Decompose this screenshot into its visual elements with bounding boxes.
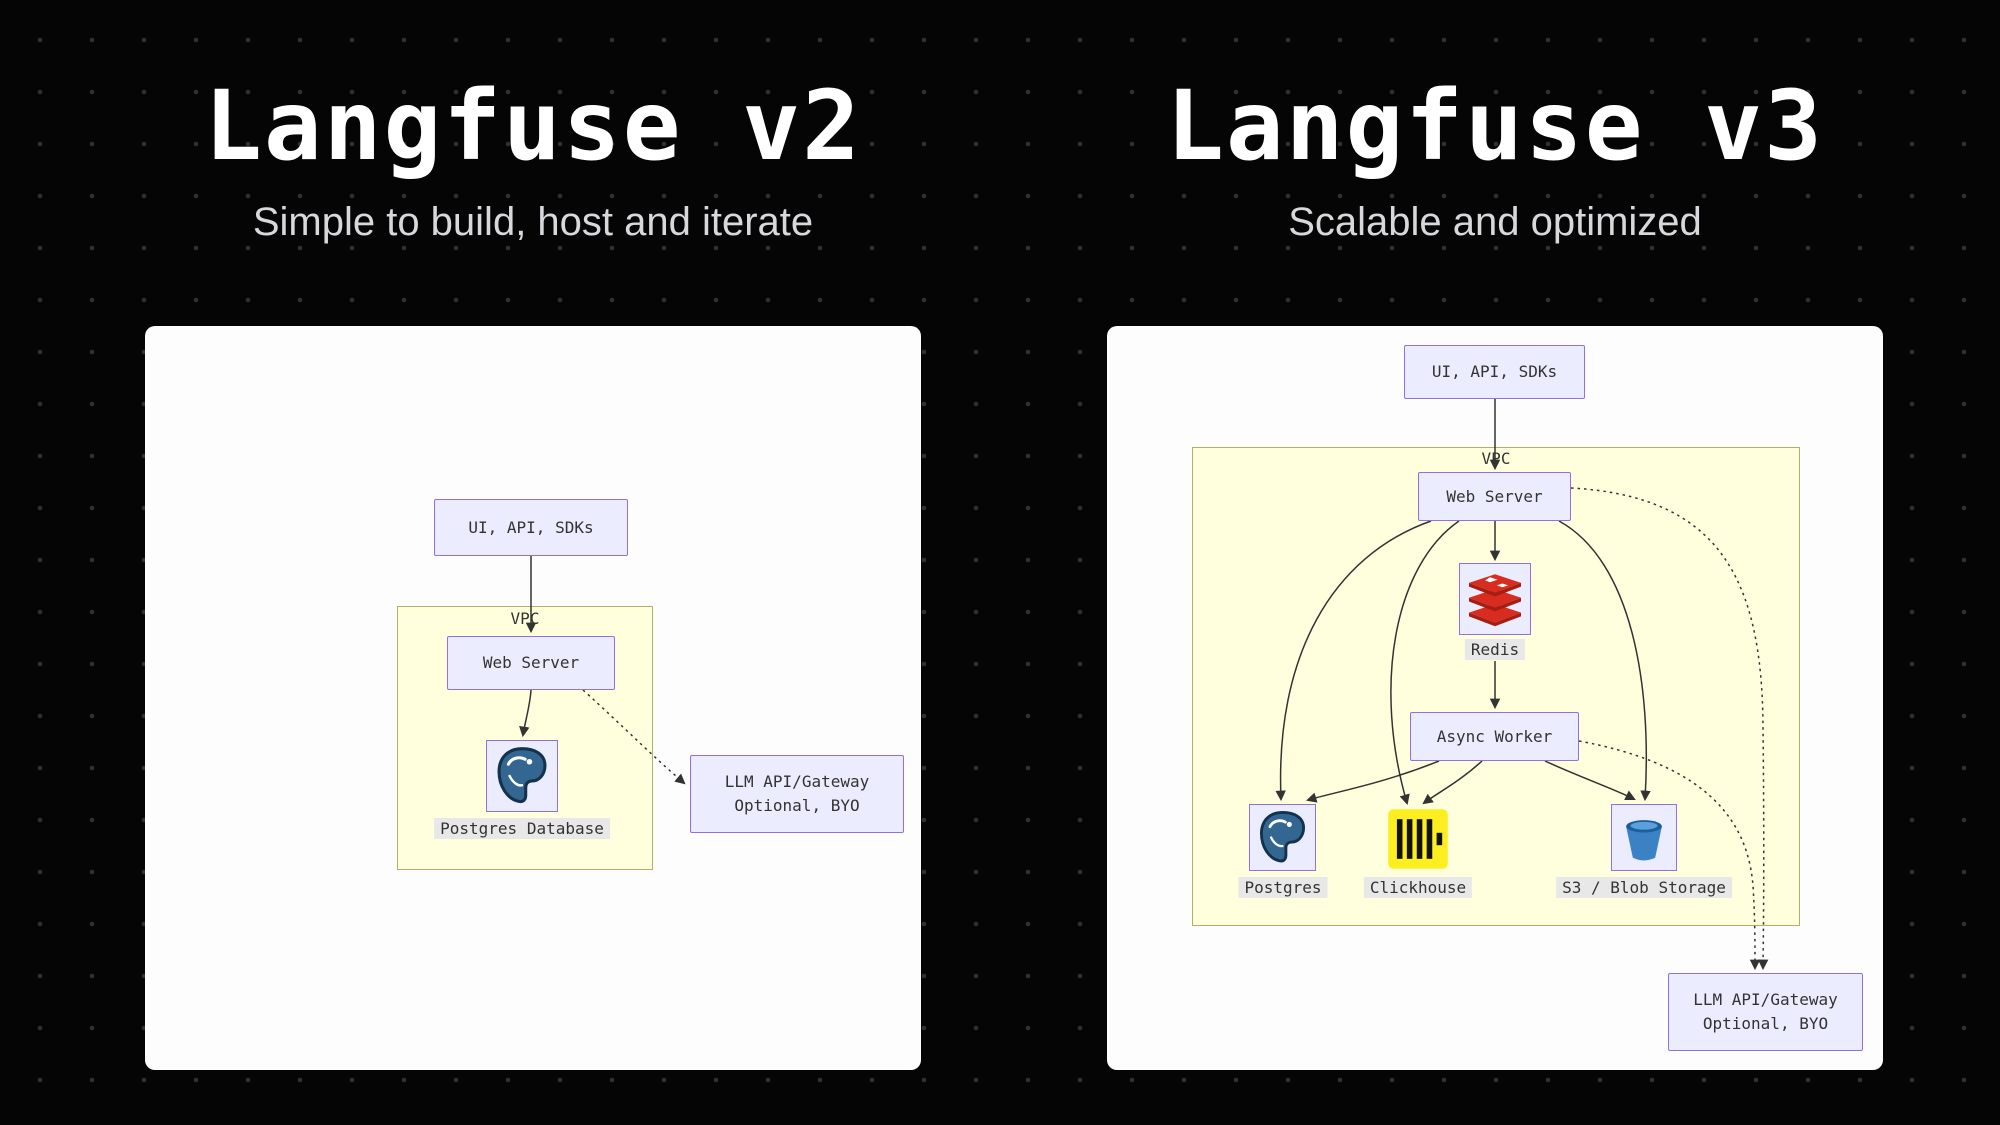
label-postgres-v3: Postgres	[1238, 877, 1328, 898]
node-llm-gateway-v3-line2: Optional, BYO	[1702, 1014, 1829, 1033]
subtitle-langfuse-v2: Simple to build, host and iterate	[252, 200, 814, 244]
postgres-icon	[497, 747, 547, 804]
node-llm-gateway-v2-line1: LLM API/Gateway	[724, 772, 870, 791]
node-ui-api-sdks-v2-label: UI, API, SDKs	[468, 517, 594, 537]
node-web-server-v3-label: Web Server	[1446, 486, 1543, 506]
node-web-server-v2: Web Server	[447, 636, 615, 690]
label-postgres-v2: Postgres Database	[434, 818, 610, 839]
label-s3-v3: S3 / Blob Storage	[1556, 877, 1732, 898]
node-web-server-v2-label: Web Server	[482, 653, 580, 672]
diagram-card-v3: VPC UI, API, SDKs Web Server Redis Async…	[1107, 326, 1883, 1070]
label-redis-v3: Redis	[1464, 639, 1526, 660]
vpc-label-v3: VPC	[1481, 449, 1511, 468]
redis-icon	[1468, 574, 1522, 627]
node-postgres-v2	[486, 740, 558, 812]
node-async-worker-v3-label: Async Worker	[1436, 726, 1553, 746]
node-ui-api-sdks-v3-label: UI, API, SDKs	[1431, 362, 1558, 381]
node-async-worker-v3: Async Worker	[1410, 712, 1579, 761]
node-clickhouse-v3	[1387, 808, 1449, 870]
node-ui-api-sdks-v2: UI, API, SDKs	[434, 499, 628, 556]
node-llm-gateway-v2: LLM API/Gateway Optional, BYO	[690, 755, 904, 833]
node-redis-v3	[1459, 563, 1531, 635]
clickhouse-icon	[1388, 809, 1448, 869]
label-clickhouse-v3: Clickhouse	[1363, 877, 1473, 898]
node-web-server-v3: Web Server	[1418, 472, 1571, 521]
postgres-icon	[1259, 810, 1306, 863]
node-llm-gateway-v3: LLM API/Gateway Optional, BYO	[1668, 973, 1863, 1051]
title-langfuse-v2: Langfuse v2	[204, 70, 862, 182]
node-ui-api-sdks-v3: UI, API, SDKs	[1404, 345, 1585, 399]
title-langfuse-v3: Langfuse v3	[1166, 70, 1824, 182]
node-postgres-v3	[1249, 804, 1316, 871]
node-llm-gateway-v3-line1: LLM API/Gateway	[1693, 990, 1838, 1009]
vpc-label-v2: VPC	[510, 609, 540, 628]
subtitle-langfuse-v3: Scalable and optimized	[1288, 200, 1702, 244]
diagram-card-v2: VPC UI, API, SDKs Web Server Postgres Da…	[145, 326, 921, 1070]
s3-bucket-icon	[1626, 820, 1662, 861]
node-s3-v3	[1611, 804, 1677, 871]
node-llm-gateway-v2-line2: Optional, BYO	[734, 796, 860, 815]
